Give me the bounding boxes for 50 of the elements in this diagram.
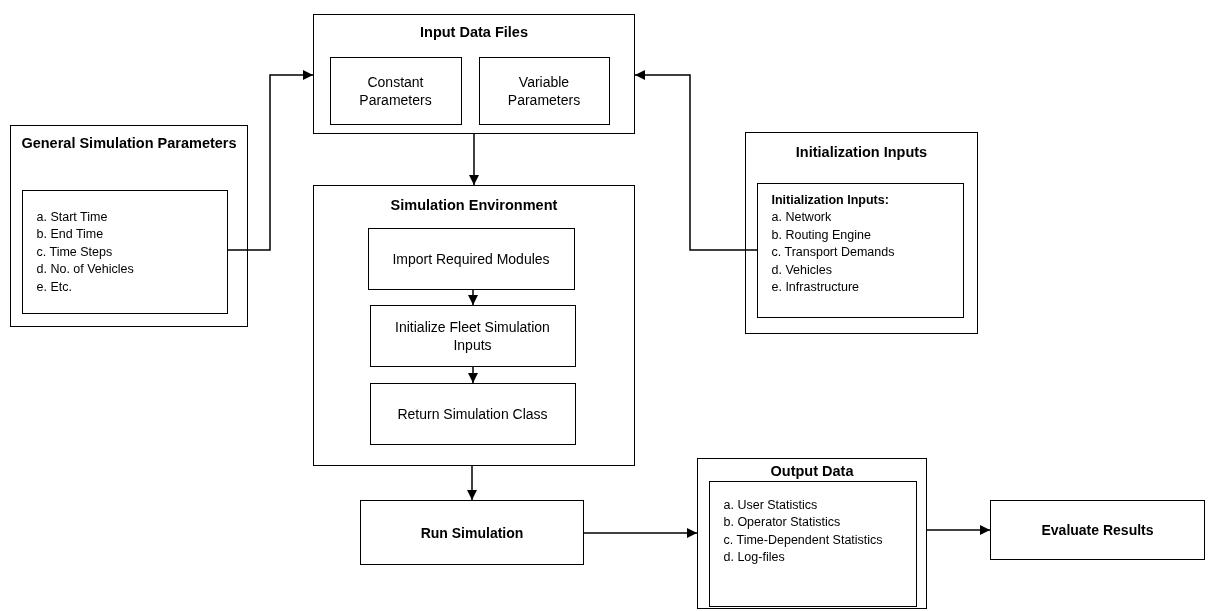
list-item: c. Transport Demands (771, 244, 896, 260)
process-box (367, 227, 575, 290)
arrow (467, 465, 477, 501)
heading: Input Data Files (419, 23, 529, 42)
group-box (697, 458, 927, 609)
arrow (468, 289, 478, 306)
list-item: d. No. of Vehicles (36, 261, 135, 277)
list-item: c. Time Steps (36, 243, 114, 260)
box-label: Run Simulation (419, 523, 525, 542)
list-item: a. Network (771, 209, 833, 225)
heading: Initialization Inputs (794, 143, 929, 162)
arrow (634, 70, 758, 251)
process-box (329, 56, 462, 125)
list-item: e. Infrastructure (771, 279, 861, 295)
heading: Output Data (769, 462, 855, 481)
process-box (360, 500, 584, 565)
process-box (369, 382, 576, 445)
box-label: Constant Parameters (358, 72, 433, 109)
heading: General Simulation Parameters (20, 134, 238, 153)
box-label: Evaluate Results (1040, 521, 1155, 539)
box-label: Return Simulation Class (396, 404, 549, 423)
list-box (756, 182, 964, 318)
list-box (21, 189, 228, 314)
group-box (10, 125, 248, 327)
process-box (369, 304, 576, 367)
arrow (926, 525, 991, 535)
group-box (313, 185, 635, 466)
list-item: b. Routing Engine (771, 226, 872, 243)
list-item: a. Start Time (36, 208, 109, 225)
box-label: Variable Parameters (506, 72, 582, 109)
heading: Simulation Environment (389, 196, 559, 215)
list-item: e. Etc. (36, 278, 73, 295)
list-item: b. End Time (36, 226, 105, 242)
list-item: a. User Statistics (723, 496, 819, 513)
group-box (745, 132, 978, 334)
list-item: d. Log-files (723, 549, 786, 565)
box-label: Import Required Modules (391, 249, 551, 268)
list-box (708, 480, 917, 607)
process-box (990, 500, 1205, 560)
arrow (227, 70, 314, 251)
group-box (313, 14, 635, 134)
list-item: c. Time-Dependent Statistics (723, 531, 884, 548)
arrow (468, 366, 478, 384)
arrow (583, 528, 698, 538)
process-box (478, 56, 610, 125)
box-label: Initialize Fleet Simulation Inputs (394, 317, 551, 354)
arrow (469, 133, 479, 186)
list-item: b. Operator Statistics (723, 514, 842, 530)
list-heading: Initialization Inputs: (771, 191, 890, 208)
list-item: d. Vehicles (771, 261, 833, 278)
